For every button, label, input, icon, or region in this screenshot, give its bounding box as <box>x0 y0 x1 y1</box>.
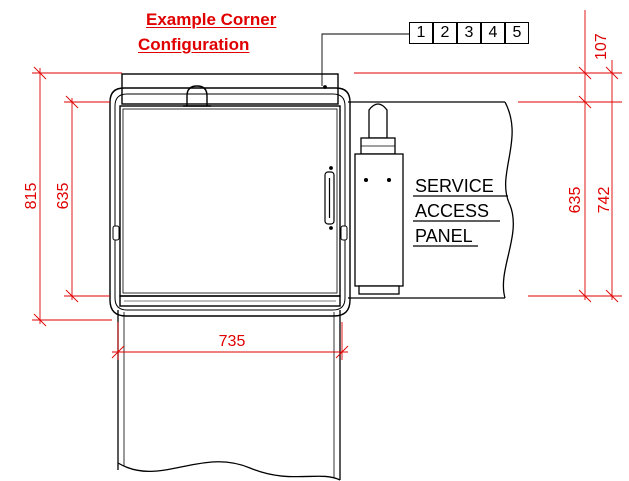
dim-top-right: 107 <box>593 33 610 60</box>
panel-label-line-1: SERVICE <box>415 176 494 196</box>
panel-label-line-3: PANEL <box>415 226 473 246</box>
dimension-lines <box>32 10 622 360</box>
service-module <box>354 103 404 295</box>
title-line-2: Configuration <box>138 35 250 54</box>
index-box-5[interactable]: 5 <box>505 22 529 44</box>
lift-handle-icon <box>183 85 211 107</box>
dim-left-outer: 815 <box>23 183 40 210</box>
hinge-pins <box>112 225 348 241</box>
index-box-2[interactable]: 2 <box>433 22 457 44</box>
dim-bottom-width: 735 <box>219 333 246 350</box>
index-box-4[interactable]: 4 <box>481 22 505 44</box>
service-access-panel-label: SERVICE ACCESS PANEL <box>413 176 508 247</box>
dim-right-outer: 742 <box>596 187 613 214</box>
title-line-1: Example Corner <box>146 10 277 29</box>
dim-left-inner: 635 <box>55 183 72 210</box>
service-corridor <box>348 101 514 299</box>
index-box-1[interactable]: 1 <box>409 22 433 44</box>
panel-label-line-2: ACCESS <box>415 201 489 221</box>
dim-right-inner: 635 <box>567 187 584 214</box>
index-box-3[interactable]: 3 <box>457 22 481 44</box>
door-latch-icon <box>323 85 335 230</box>
main-cabinet <box>109 73 351 317</box>
